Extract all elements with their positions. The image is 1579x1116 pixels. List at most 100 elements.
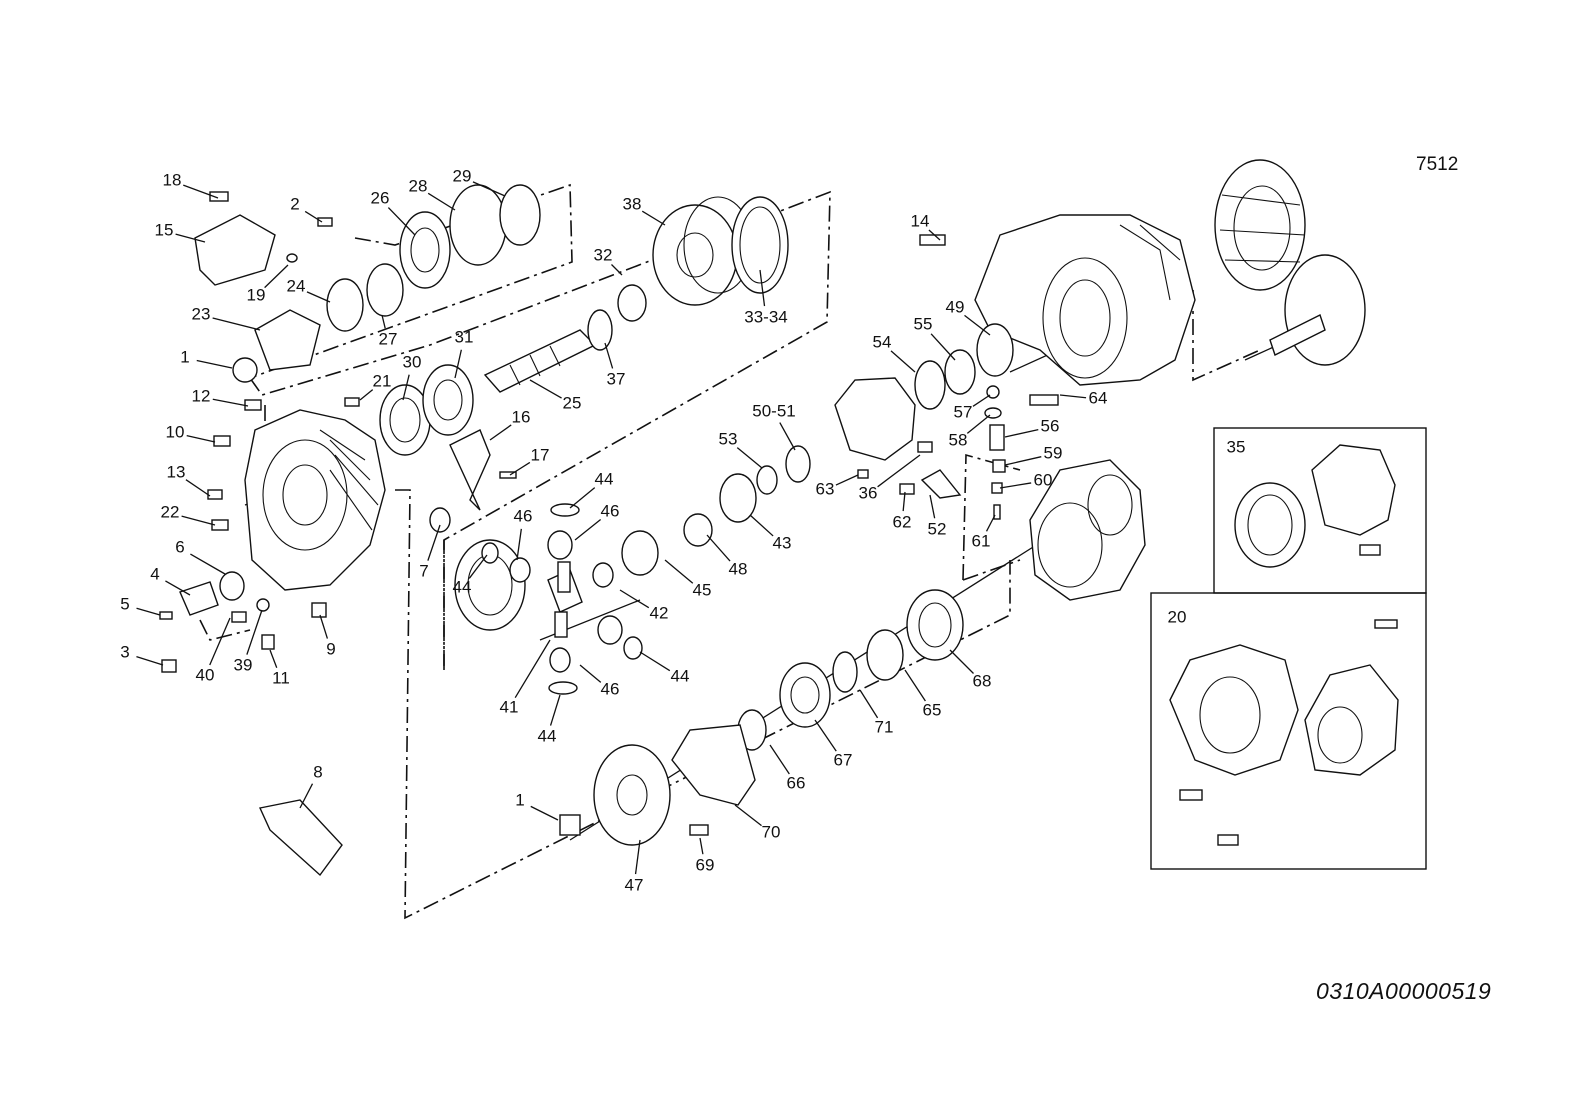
leader-line-8 xyxy=(299,783,314,809)
callout-labels: 18152192628292427231383233-3431303725211… xyxy=(120,166,1245,894)
leader-line-16 xyxy=(489,424,512,441)
callout-label-17: 17 xyxy=(531,445,550,464)
callout-label-56: 56 xyxy=(1041,416,1060,435)
callout-label-59: 59 xyxy=(1044,443,1063,462)
part-housing-main xyxy=(244,409,386,591)
callout-label-46: 46 xyxy=(601,501,620,520)
callout-label-62: 62 xyxy=(893,512,912,531)
callout-label-23: 23 xyxy=(192,304,211,323)
leader-line-45 xyxy=(664,559,694,584)
leader-line-30 xyxy=(402,374,410,401)
leader-line-63 xyxy=(835,474,859,486)
callout-label-64: 64 xyxy=(1089,388,1108,407)
callout-label-52: 52 xyxy=(928,519,947,538)
callout-label-24: 24 xyxy=(287,276,306,295)
leader-line-2 xyxy=(304,210,323,223)
leader-line-22 xyxy=(181,515,216,526)
part-bearings-seals xyxy=(326,184,1014,751)
leader-line-1 xyxy=(196,359,233,369)
leader-line-14 xyxy=(928,229,941,241)
part-small-hardware xyxy=(159,191,1059,877)
leader-line-33-34 xyxy=(759,269,766,307)
leader-line-48 xyxy=(706,534,731,562)
callout-label-63: 63 xyxy=(816,479,835,498)
leader-line-29 xyxy=(472,181,506,197)
callout-label-44: 44 xyxy=(671,666,690,685)
leader-line-46 xyxy=(579,664,602,683)
callout-label-28: 28 xyxy=(409,176,428,195)
leader-line-26 xyxy=(387,207,416,236)
leader-line-56 xyxy=(1004,428,1039,438)
callout-label-18: 18 xyxy=(163,170,182,189)
callout-label-48: 48 xyxy=(729,559,748,578)
callout-label-30: 30 xyxy=(403,352,422,371)
leader-line-44 xyxy=(639,651,671,672)
part-gear-47 xyxy=(593,744,671,846)
callout-label-69: 69 xyxy=(696,855,715,874)
leader-line-54 xyxy=(890,350,916,373)
leader-line-41 xyxy=(514,639,551,699)
leader-line-9 xyxy=(319,614,329,639)
part-cover-70 xyxy=(671,724,756,806)
callout-label-55: 55 xyxy=(914,314,933,333)
callout-label-19: 19 xyxy=(247,285,266,304)
callout-label-4: 4 xyxy=(150,564,159,583)
callout-label-3: 3 xyxy=(120,642,129,661)
part-differential-cross xyxy=(481,503,659,695)
callout-label-58: 58 xyxy=(949,430,968,449)
leader-line-12 xyxy=(212,398,249,407)
callout-label-22: 22 xyxy=(161,502,180,521)
callout-label-33-34: 33-34 xyxy=(744,307,787,326)
leader-line-5 xyxy=(136,607,161,616)
leader-line-36 xyxy=(877,454,921,488)
leader-line-44 xyxy=(549,694,561,726)
callout-label-5: 5 xyxy=(120,594,129,613)
callout-label-32: 32 xyxy=(594,245,613,264)
callout-label-42: 42 xyxy=(650,603,669,622)
callout-label-21: 21 xyxy=(373,371,392,390)
leader-line-32 xyxy=(611,264,623,276)
assembly-frame-lines xyxy=(199,183,1261,920)
callout-label-39: 39 xyxy=(234,655,253,674)
leader-line-28 xyxy=(427,192,456,211)
leader-line-21 xyxy=(359,389,374,401)
callout-label-9: 9 xyxy=(326,639,335,658)
leader-line-47 xyxy=(634,839,641,875)
leader-line-68 xyxy=(949,649,974,674)
part-rings-33-34 xyxy=(731,196,789,294)
leader-line-60 xyxy=(999,482,1032,489)
leader-line-31 xyxy=(454,349,462,379)
leader-line-39 xyxy=(246,609,263,655)
leader-line-53 xyxy=(736,447,763,469)
callout-label-37: 37 xyxy=(607,369,626,388)
diagram-reference-number: 7512 xyxy=(1416,154,1459,175)
leader-line-7 xyxy=(427,524,441,561)
callout-label-61: 61 xyxy=(972,531,991,550)
callout-label-13: 13 xyxy=(167,462,186,481)
callout-label-70: 70 xyxy=(762,822,781,841)
leader-line-19 xyxy=(264,264,289,289)
callout-label-12: 12 xyxy=(192,386,211,405)
leader-line-13 xyxy=(185,479,211,497)
callout-label-46: 46 xyxy=(601,679,620,698)
callout-label-43: 43 xyxy=(773,533,792,552)
callout-label-41: 41 xyxy=(500,697,519,716)
callout-label-46: 46 xyxy=(514,506,533,525)
leader-line-57 xyxy=(972,394,991,407)
leader-line-15 xyxy=(175,233,206,243)
callout-label-2: 2 xyxy=(290,194,299,213)
leader-line-59 xyxy=(1004,456,1042,466)
callout-label-71: 71 xyxy=(875,717,894,736)
leader-line-67 xyxy=(814,719,837,752)
leader-line-25 xyxy=(529,379,562,399)
leader-line-52 xyxy=(929,494,936,519)
callout-label-50-51: 50-51 xyxy=(752,401,795,420)
leader-line-43 xyxy=(749,514,774,537)
detail-box-20 xyxy=(1150,592,1427,870)
callout-label-35: 35 xyxy=(1227,437,1246,456)
callout-label-57: 57 xyxy=(954,402,973,421)
callout-label-44: 44 xyxy=(453,577,472,596)
part-shaft-25 xyxy=(483,329,597,393)
callout-label-31: 31 xyxy=(455,327,474,346)
